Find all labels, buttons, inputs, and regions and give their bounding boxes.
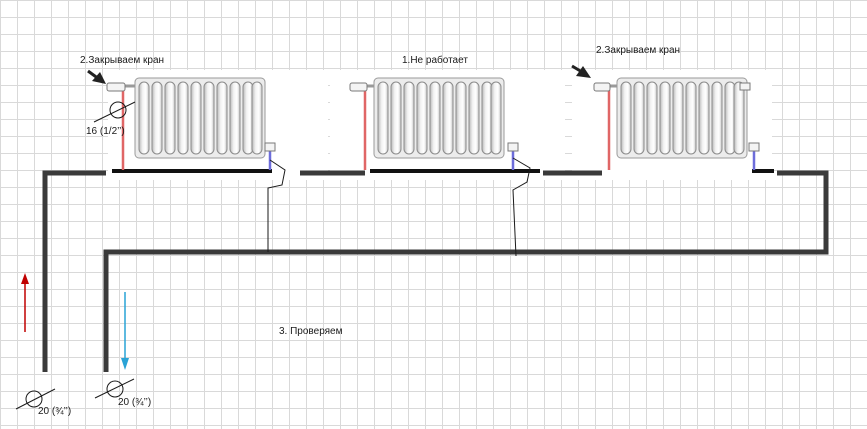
arrow-icon — [87, 69, 106, 84]
close-valve-label-right: 2.Закрываем кран — [596, 45, 681, 56]
main-pipe-loop — [42, 170, 829, 372]
valve-icon — [507, 142, 519, 152]
return-pipe — [103, 170, 829, 372]
radiator-icon — [134, 77, 266, 159]
valve-icon — [106, 82, 126, 92]
valve-icon — [264, 142, 276, 152]
return-flow-arrow — [121, 292, 129, 370]
pipe-section-symbol — [94, 378, 135, 399]
arrow-icon — [571, 64, 591, 78]
valve-icon — [593, 82, 611, 92]
branch-pipe-size-label: 16 (1/2’’) — [86, 126, 125, 137]
radiator-icon — [373, 77, 505, 159]
pipe-section-symbol — [15, 388, 56, 410]
return-pipe-size-label: 20 (¾’’) — [118, 397, 152, 408]
hand-drawn-line-2 — [512, 157, 531, 257]
supply-riser-pipe — [42, 170, 106, 372]
supply-pipe-size-label: 20 (¾’’) — [38, 406, 72, 417]
close-valve-label-left: 2.Закрываем кран — [80, 55, 165, 66]
pipe-section-symbol — [93, 101, 136, 123]
valve-icon — [349, 82, 368, 92]
check-label: 3. Проверяем — [279, 326, 343, 337]
radiator-icon — [616, 77, 748, 159]
supply-flow-arrow — [21, 273, 29, 332]
valve-icon — [748, 142, 760, 152]
hand-drawn-line-1 — [267, 159, 286, 252]
not-working-label: 1.Не работает — [402, 55, 468, 66]
